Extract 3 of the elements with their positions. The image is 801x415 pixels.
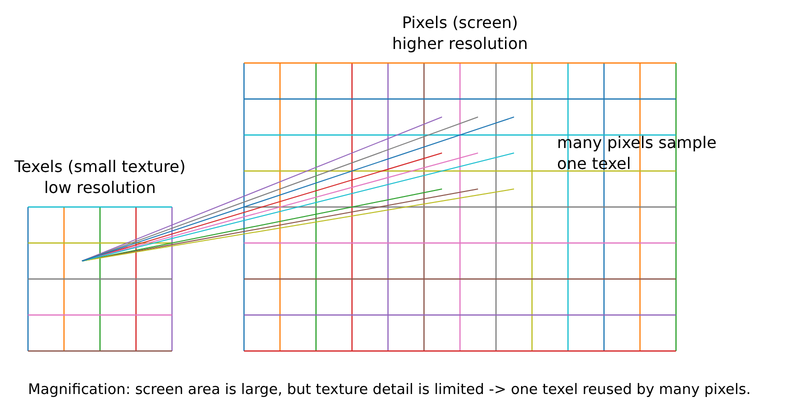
grid-heading: Pixels (screen) higher resolution (391, 12, 529, 54)
grid-heading: Texels (small texture) low resolution (13, 156, 187, 198)
caption: Magnification: screen area is large, but texture detail is limited -> one texel reused by many pixels. (28, 381, 751, 400)
